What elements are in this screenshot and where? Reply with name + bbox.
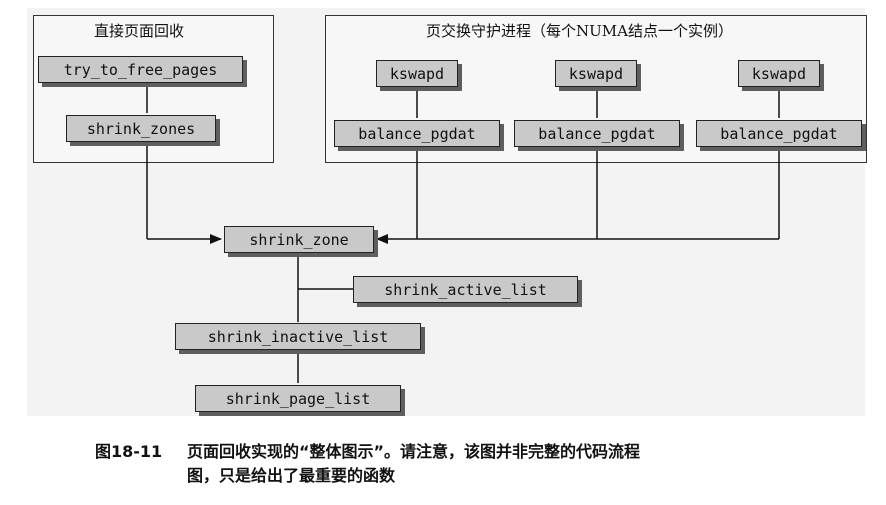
caption-line-1: 页面回收实现的“整体图示”。请注意，该图并非完整的代码流程 [187,442,641,461]
shrink-zones-box: shrink_zones [66,115,216,142]
balance-pgdat-box-1: balance_pgdat [334,120,500,147]
kswapd-box-1: kswapd [376,60,458,87]
balance-pgdat-box-2: balance_pgdat [514,120,680,147]
caption-line-2: 图，只是给出了最重要的函数 [187,466,396,485]
try-to-free-pages-box: try_to_free_pages [38,56,243,83]
shrink-inactive-list-box: shrink_inactive_list [175,323,421,350]
direct-reclaim-title: 直接页面回收 [94,22,185,40]
swap-daemon-title: 页交换守护进程（每个NUMA结点一个实例） [426,22,733,40]
kswapd-box-2: kswapd [555,60,637,87]
shrink-active-list-box: shrink_active_list [353,276,578,303]
balance-pgdat-box-3: balance_pgdat [696,120,862,147]
figure-number: 图18-11 [95,442,163,461]
kswapd-box-3: kswapd [738,60,820,87]
shrink-page-list-box: shrink_page_list [195,385,401,412]
shrink-zone-box: shrink_zone [224,226,374,253]
figure-caption: 图18-11 页面回收实现的“整体图示”。请注意，该图并非完整的代码流程 图，只是… [95,440,855,488]
